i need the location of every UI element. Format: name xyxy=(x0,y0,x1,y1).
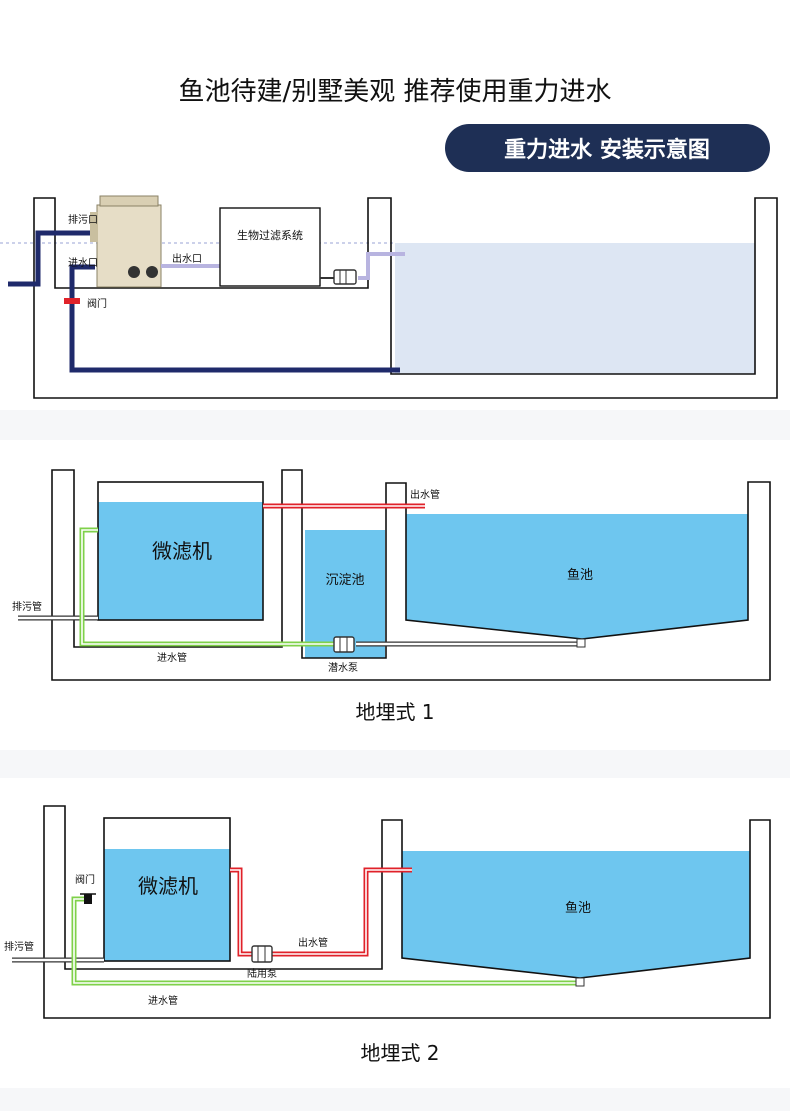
inlet-pipe-label: 进水管 xyxy=(148,994,178,1007)
inlet-pipe xyxy=(8,230,95,287)
filter-to-pump-pipe xyxy=(230,867,252,957)
filter-machine xyxy=(90,195,162,288)
pump-icon xyxy=(251,945,273,963)
sewage-pipe-label: 排污管 xyxy=(12,600,42,613)
pump-icon xyxy=(333,636,355,653)
panel-gravity-install: 鱼池待建/别墅美观 推荐使用重力进水 重力进水 安装示意图 阀门 排污口 进水口… xyxy=(0,0,790,410)
pond-drain xyxy=(575,977,585,987)
water-outlet-label: 出水口 xyxy=(172,252,202,265)
gravity-install-diagram: 鱼池待建/别墅美观 推荐使用重力进水 重力进水 安装示意图 阀门 排污口 进水口… xyxy=(0,77,778,399)
filter-water xyxy=(98,502,263,620)
return-pipe xyxy=(69,264,400,373)
inlet-pipe-label: 进水管 xyxy=(157,651,187,664)
pump-to-pond-pipe xyxy=(358,252,405,280)
outlet-pipe xyxy=(272,867,412,957)
micro-filter-label: 微滤机 xyxy=(152,539,212,563)
fish-pond-label: 鱼池 xyxy=(565,900,591,916)
pump-label: 陆用泵 xyxy=(247,967,277,980)
buried-diagram-1: 微滤机 出水管 沉淀池 鱼池 排污管 进水管 潜水泵 地埋式 1 xyxy=(12,469,771,724)
outlet-pipe-label: 出水管 xyxy=(410,488,440,501)
caption: 地埋式 2 xyxy=(360,1041,439,1065)
tank-structure xyxy=(43,805,771,1019)
micro-filter-box xyxy=(103,817,231,962)
pump-label: 潜水泵 xyxy=(328,661,358,674)
tank-structure xyxy=(51,469,771,681)
title-badge: 重力进水 安装示意图 xyxy=(445,124,770,172)
outlet-pipe-label: 出水管 xyxy=(298,936,328,949)
bio-filter-box xyxy=(219,207,321,287)
caption: 地埋式 1 xyxy=(355,700,434,724)
valve-label: 阀门 xyxy=(87,297,107,310)
valve-icon xyxy=(64,298,80,304)
settling-tank-label: 沉淀池 xyxy=(325,573,364,588)
panel-buried-2: 微滤机 出水管 陆用泵 鱼池 排污管 进水管 阀门 地埋式 2 xyxy=(0,778,790,1088)
tank-structure xyxy=(33,197,778,399)
badge-text: 重力进水 安装示意图 xyxy=(504,137,710,163)
filter-water xyxy=(104,849,230,961)
sewage-pipe-label: 排污管 xyxy=(4,940,34,953)
pond-drain xyxy=(576,638,586,648)
bio-filter-label: 生物过滤系统 xyxy=(237,228,303,242)
sewage-outlet-label: 排污口 xyxy=(68,213,98,226)
valve-label: 阀门 xyxy=(75,873,95,886)
water-inlet-label: 进水口 xyxy=(68,257,98,269)
panel-buried-1: 微滤机 出水管 沉淀池 鱼池 排污管 进水管 潜水泵 地埋式 1 xyxy=(0,440,790,750)
fish-pond-label: 鱼池 xyxy=(567,567,593,583)
pond-water xyxy=(402,851,750,978)
micro-filter-box xyxy=(97,481,264,621)
micro-filter-label: 微滤机 xyxy=(138,874,198,898)
page-title: 鱼池待建/别墅美观 推荐使用重力进水 xyxy=(178,77,611,107)
pump-icon xyxy=(320,269,357,285)
pond-water xyxy=(406,514,748,639)
pond-water xyxy=(395,243,755,374)
buried-diagram-2: 微滤机 出水管 陆用泵 鱼池 排污管 进水管 阀门 地埋式 2 xyxy=(4,805,771,1065)
valve-icon xyxy=(84,894,92,904)
